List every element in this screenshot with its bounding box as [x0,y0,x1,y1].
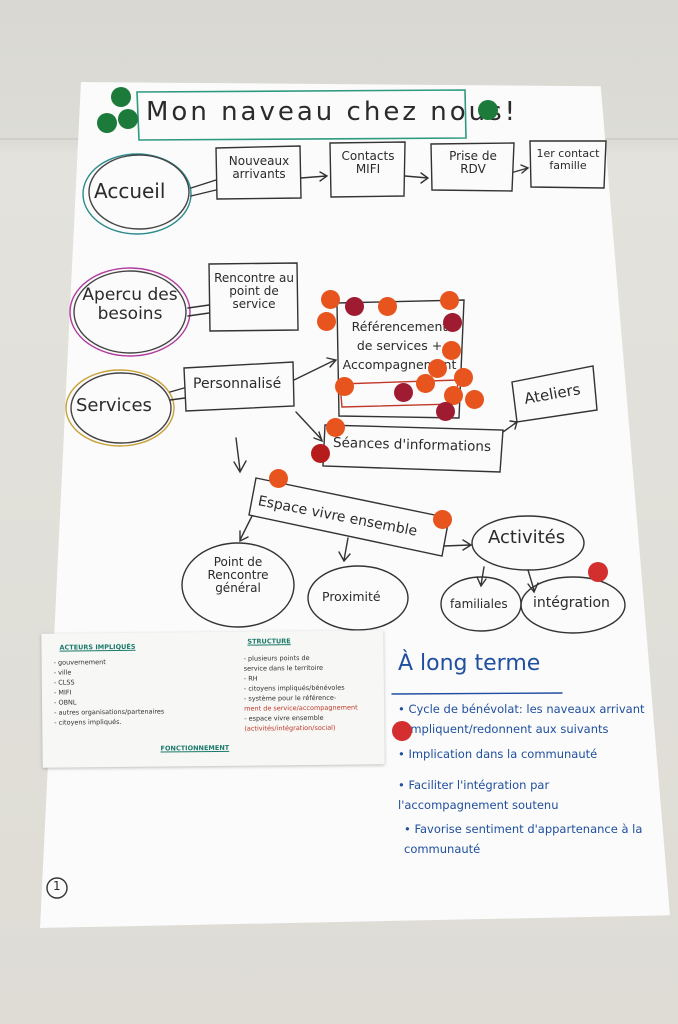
acteur-item: - autres organisations/partenaires [54,707,165,717]
orange-sticker-dot [317,312,336,331]
red-sticker-dot [588,562,608,582]
box-prise-rdv [430,142,515,192]
box-personnalise [183,361,295,412]
long-terme-item: • Implication dans la communauté [398,747,598,761]
apercu-ellipse [69,267,191,357]
step-nouveaux-arrivants: Nouveaux arrivants [228,154,290,182]
orange-sticker-dot [444,386,463,405]
step-rencontre: Rencontre au point de service [214,271,294,312]
orange-sticker-dot [433,510,452,529]
fonctionnement-header: FONCTIONNEMENT [160,743,230,753]
red-sticker-dot [436,402,455,421]
actors-note-card: ACTEURS IMPLIQUÉS - gouvernement - ville… [41,630,385,768]
acteurs-list: - gouvernement - ville - CLSS - MIFI - O… [54,657,165,728]
activites-label: Activités [488,527,566,548]
page-number-circle [46,877,68,899]
green-sticker-dot [118,109,138,129]
box-ateliers [511,365,598,423]
long-terme-title: À long terme [398,651,541,676]
red-sticker-dot [345,297,364,316]
structure-item: ment de service/accompagnement [244,703,358,713]
flipchart-paper [40,82,670,928]
orange-sticker-dot [335,377,354,396]
structure-red-note: (activités/intégration/social) [244,723,336,733]
point-rencontre-label: Point de Rencontre général [207,555,269,596]
integration-label: intégration [533,595,610,611]
services-ellipse [65,369,175,447]
box-espace [248,477,450,557]
orange-sticker-dot [416,374,435,393]
familiales-label: familiales [450,597,508,611]
structure-header: STRUCTURE [247,637,291,646]
box-nouveaux-arrivants [215,145,302,200]
structure-list: - plusieurs points de service dans le te… [244,652,358,733]
box-premier-contact [529,140,607,189]
step-contacts-mifi: Contacts MIFI [341,149,395,177]
proximite-ellipse [307,565,409,631]
red-sticker-dot [394,383,413,402]
red-sticker-dot [443,313,462,332]
orange-sticker-dot [269,469,288,488]
red-sticker-dot [311,444,330,463]
orange-sticker-dot [428,359,447,378]
orange-sticker-dot [378,297,397,316]
orange-sticker-dot [442,341,461,360]
orange-sticker-dot [321,290,340,309]
orange-sticker-dot [454,368,473,387]
orange-sticker-dot [440,291,459,310]
box-rencontre [208,262,299,332]
integration-ellipse [520,576,626,634]
services-label: Services [76,395,152,416]
green-sticker-dot [97,113,117,133]
apercu-label: Apercu des besoins [82,285,178,324]
box-contacts-mifi [329,141,406,198]
proximite-label: Proximité [322,589,381,604]
step-premier-contact: 1er contact famille [536,147,600,173]
accueil-label: Accueil [94,179,166,203]
orange-sticker-dot [465,390,484,409]
title-frame [136,89,467,141]
referencement-label: Référencement de services + Accompagneme… [342,319,457,372]
personnalise-label: Personnalisé [193,376,282,392]
point-rencontre-ellipse [181,542,295,628]
structure-item: - citoyens impliqués/bénévoles [243,683,345,693]
poster-title: Mon naveau chez nous! [146,97,519,127]
accueil-ellipse [82,153,192,235]
page-number: 1 [53,879,61,893]
step-prise-rdv: Prise de RDV [449,149,497,177]
red-sticker-dot [392,721,412,741]
acteur-item: - citoyens impliqués. [54,717,122,727]
acteurs-header: ACTEURS IMPLIQUÉS [59,642,136,652]
green-sticker-dot [478,100,498,120]
long-terme-item: • Cycle de bénévolat: les naveaux arriva… [398,702,645,736]
orange-sticker-dot [326,418,345,437]
long-terme-item: • Favorise sentiment d'appartenance à la… [404,822,643,856]
green-sticker-dot [111,87,131,107]
long-terme-item: • Faciliter l'intégration par l'accompag… [398,778,559,812]
